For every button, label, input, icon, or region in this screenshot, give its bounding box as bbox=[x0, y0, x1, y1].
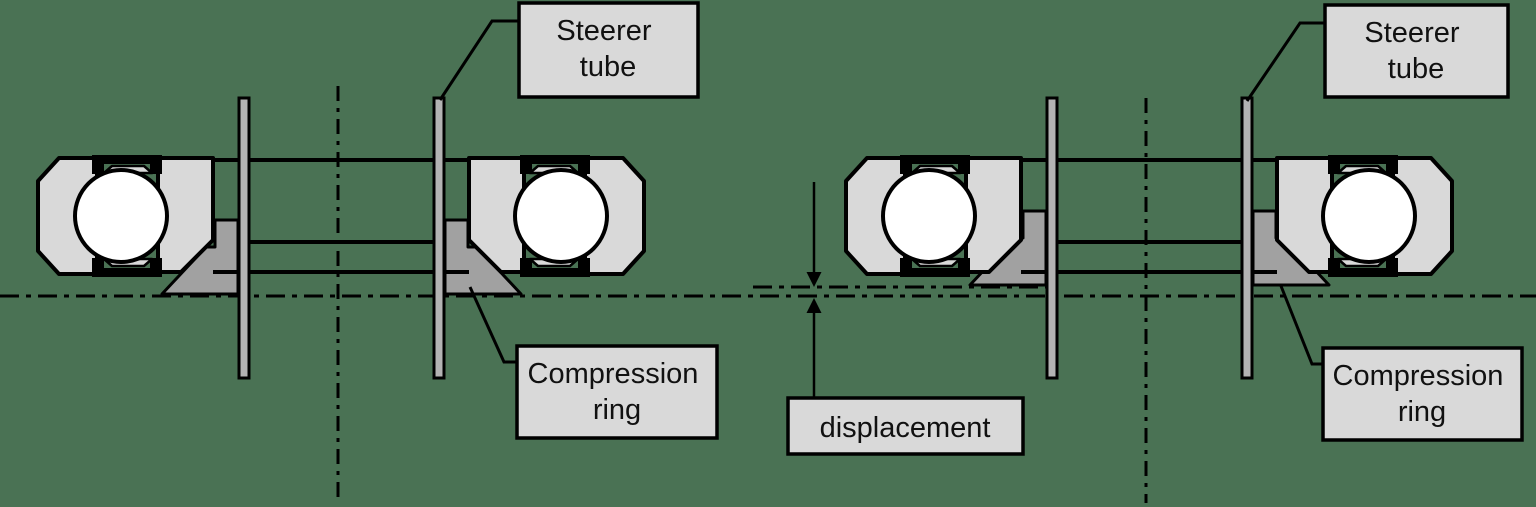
arrow-up-icon bbox=[806, 298, 822, 313]
leader-compression-ring-right bbox=[1279, 285, 1323, 366]
leader-compression-ring-left bbox=[468, 286, 517, 364]
label-compression-ring-right: Compression ring bbox=[1321, 346, 1524, 442]
label-displacement: displacement bbox=[786, 396, 1025, 456]
label-box bbox=[1323, 3, 1510, 99]
label-box bbox=[786, 396, 1025, 456]
label-steerer-tube-left: Steerer tube bbox=[517, 1, 700, 99]
label-compression-ring-left: Compression ring bbox=[515, 344, 719, 440]
label-text: Compression ring bbox=[528, 358, 707, 426]
bearing-cross-section bbox=[1275, 153, 1454, 279]
bearing-cross-section bbox=[844, 153, 1023, 279]
bearing-cross-section bbox=[467, 153, 646, 279]
displacement-dimension bbox=[806, 182, 822, 398]
label-box bbox=[1321, 346, 1524, 442]
label-box bbox=[517, 1, 700, 99]
bearing-cross-section bbox=[36, 153, 215, 279]
label-steerer-tube-right: Steerer tube bbox=[1323, 3, 1510, 99]
label-text: Compression ring bbox=[1333, 360, 1512, 428]
leader-steerer-tube-right bbox=[1245, 21, 1325, 102]
label-text: Steerer tube bbox=[1364, 17, 1467, 85]
arrow-down-icon bbox=[806, 272, 822, 287]
label-text: Steerer tube bbox=[556, 15, 659, 83]
leader-steerer-tube-left bbox=[438, 19, 519, 101]
label-text: displacement bbox=[820, 412, 991, 444]
label-box bbox=[515, 344, 719, 440]
